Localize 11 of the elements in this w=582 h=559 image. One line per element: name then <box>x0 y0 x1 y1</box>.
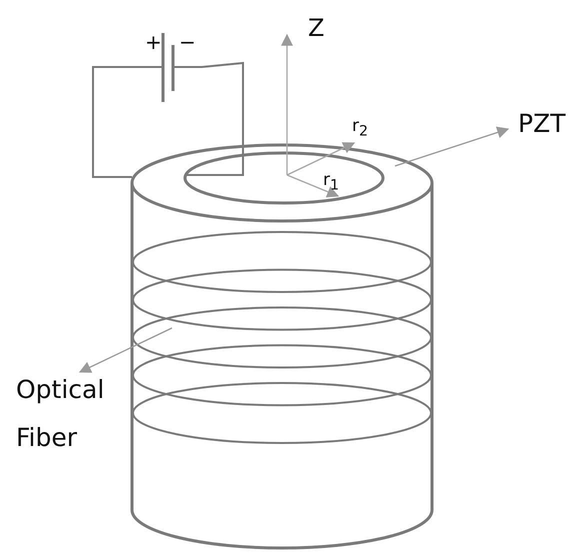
polarity-sign: − <box>179 30 196 54</box>
radius-label: r$_{1}$ <box>323 170 340 194</box>
radius-label: r$_{2}$ <box>352 116 368 140</box>
cylinder-drawing <box>130 144 434 550</box>
leader-line <box>394 126 510 167</box>
part-label: PZT <box>518 100 578 148</box>
fiber-coil-drawing <box>132 231 432 444</box>
leader-line <box>78 327 172 373</box>
axis-label: Z <box>308 14 324 42</box>
part-label: Optical Fiber <box>16 366 126 462</box>
polarity-sign: + <box>145 30 162 54</box>
